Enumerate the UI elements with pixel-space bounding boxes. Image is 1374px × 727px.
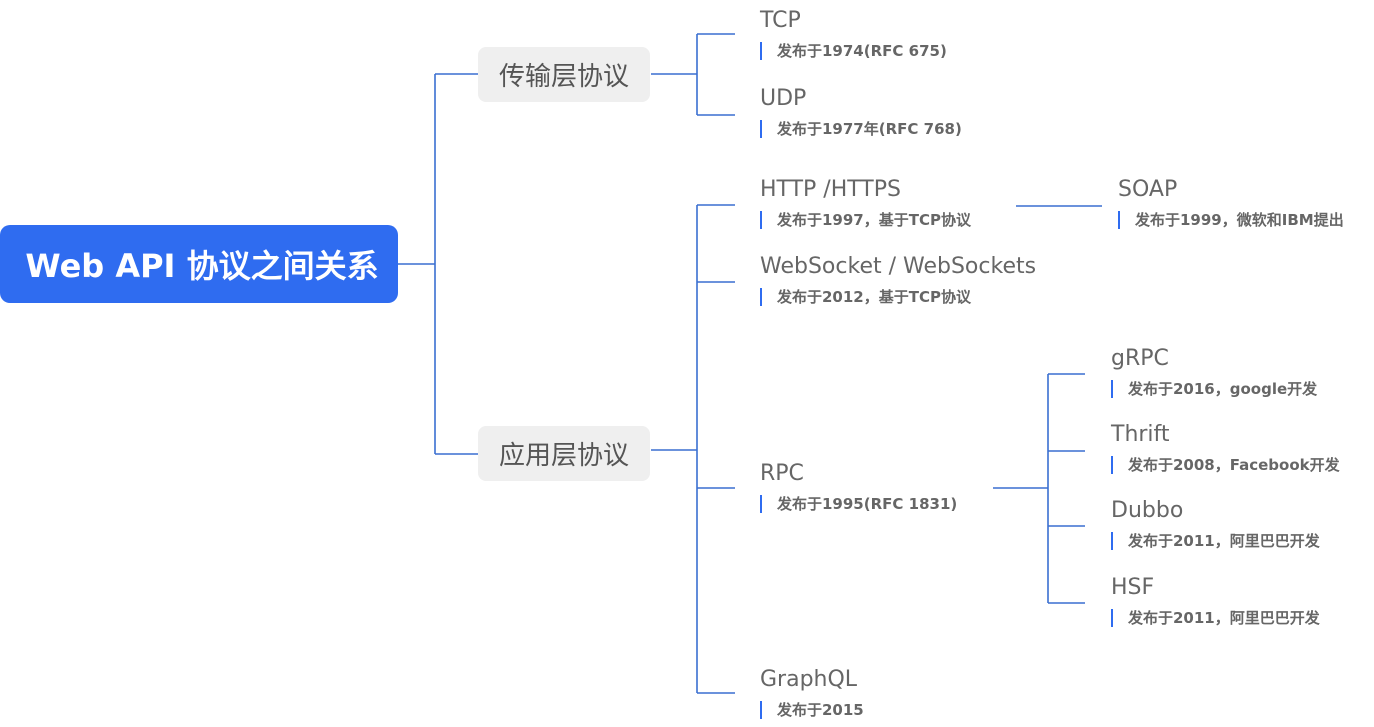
node-hsf-name: HSF (1111, 575, 1155, 600)
connector-root-categories (398, 73, 478, 455)
node-http-note: 发布于1997，基于TCP协议 (760, 211, 971, 229)
node-tcp-name: TCP (760, 8, 801, 33)
node-hsf[interactable]: HSF 发布于2011，阿里巴巴开发 (1111, 575, 1320, 627)
node-soap-note: 发布于1999，微软和IBM提出 (1118, 211, 1344, 229)
connector-rpc (993, 373, 1085, 604)
node-tcp[interactable]: TCP 发布于1974(RFC 675) (760, 8, 947, 60)
node-soap-name: SOAP (1118, 177, 1178, 202)
node-thrift-name: Thrift (1111, 422, 1170, 447)
root-label: Web API 协议之间关系 (25, 247, 379, 285)
node-thrift[interactable]: Thrift 发布于2008，Facebook开发 (1111, 422, 1340, 474)
node-http[interactable]: HTTP /HTTPS 发布于1997，基于TCP协议 (760, 177, 971, 229)
node-http-name: HTTP /HTTPS (760, 177, 901, 202)
node-dubbo-name: Dubbo (1111, 498, 1184, 523)
node-udp-name: UDP (760, 86, 807, 111)
node-dubbo[interactable]: Dubbo 发布于2011，阿里巴巴开发 (1111, 498, 1320, 550)
node-tcp-note: 发布于1974(RFC 675) (760, 42, 947, 60)
node-udp-note: 发布于1977年(RFC 768) (760, 120, 962, 138)
node-udp[interactable]: UDP 发布于1977年(RFC 768) (760, 86, 962, 138)
category-transport-label: 传输层协议 (498, 62, 629, 92)
category-transport[interactable]: 传输层协议 (478, 47, 650, 102)
node-websocket[interactable]: WebSocket / WebSockets 发布于2012，基于TCP协议 (760, 254, 1036, 306)
node-rpc-name: RPC (760, 461, 804, 486)
node-graphql-note: 发布于2015 (760, 701, 864, 719)
connector-transport (651, 33, 735, 116)
node-dubbo-note: 发布于2011，阿里巴巴开发 (1111, 532, 1320, 550)
node-websocket-note: 发布于2012，基于TCP协议 (760, 288, 1036, 306)
category-application[interactable]: 应用层协议 (478, 426, 650, 481)
node-grpc[interactable]: gRPC 发布于2016，google开发 (1111, 346, 1317, 398)
node-graphql-name: GraphQL (760, 667, 858, 692)
node-hsf-note: 发布于2011，阿里巴巴开发 (1111, 609, 1320, 627)
node-thrift-note: 发布于2008，Facebook开发 (1111, 456, 1340, 474)
node-rpc-note: 发布于1995(RFC 1831) (760, 495, 957, 513)
node-websocket-name: WebSocket / WebSockets (760, 254, 1037, 279)
category-application-label: 应用层协议 (498, 441, 629, 471)
node-graphql[interactable]: GraphQL 发布于2015 (760, 667, 864, 719)
node-soap[interactable]: SOAP 发布于1999，微软和IBM提出 (1118, 177, 1344, 229)
node-grpc-note: 发布于2016，google开发 (1111, 380, 1317, 398)
node-grpc-name: gRPC (1111, 346, 1169, 371)
node-rpc[interactable]: RPC 发布于1995(RFC 1831) (760, 461, 957, 513)
root-node[interactable]: Web API 协议之间关系 (0, 225, 398, 303)
connector-application (651, 204, 735, 694)
